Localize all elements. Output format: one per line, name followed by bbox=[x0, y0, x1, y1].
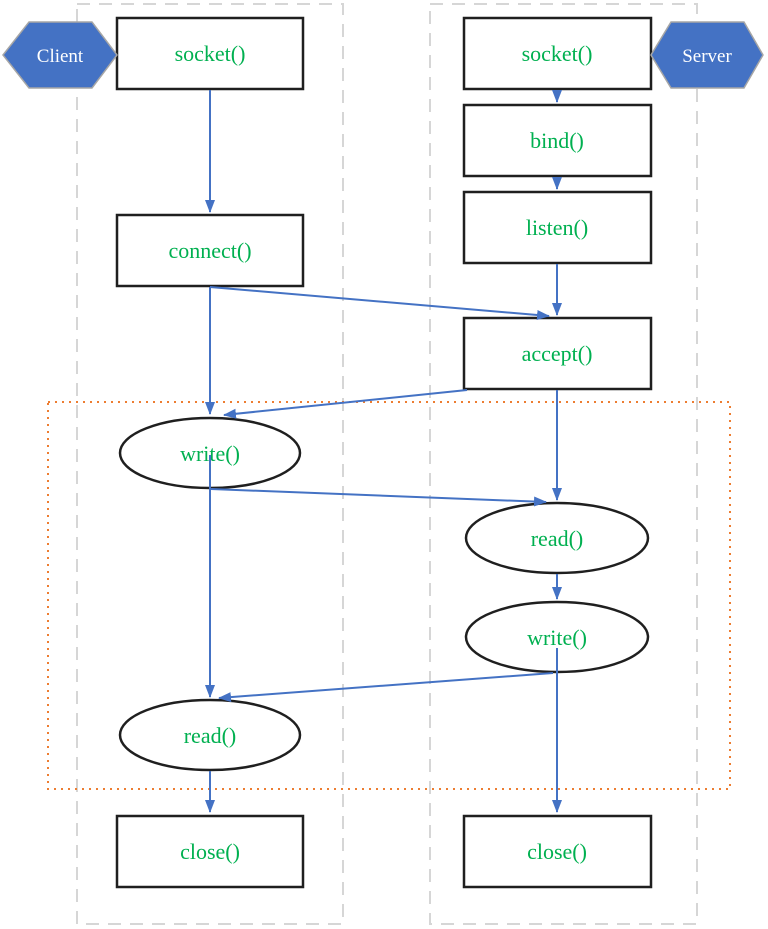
server-socket-node: socket() bbox=[462, 16, 653, 91]
client-close-label: close() bbox=[180, 839, 240, 864]
server-bind-box bbox=[462, 103, 653, 178]
server-read-ellipse bbox=[464, 501, 650, 575]
arrow-accept-to-client-write bbox=[223, 389, 468, 419]
arrow-connect-to-accept bbox=[209, 286, 550, 320]
client-socket-node: socket() bbox=[115, 16, 305, 91]
client-read-ellipse bbox=[118, 698, 302, 772]
arrow-client-write-to-server-read bbox=[210, 488, 547, 507]
server-accept-box bbox=[462, 316, 653, 391]
server-lane-border bbox=[429, 3, 698, 925]
server-close-node: close() bbox=[462, 814, 653, 889]
server-close-box bbox=[462, 814, 653, 889]
client-role-badge: Client bbox=[2, 21, 118, 89]
server-role-label: Server bbox=[682, 46, 732, 67]
client-read-node: read() bbox=[118, 698, 302, 772]
client-lane-border bbox=[76, 3, 344, 925]
server-accept-label: accept() bbox=[522, 341, 593, 366]
client-read-label: read() bbox=[184, 723, 237, 748]
server-hexagon bbox=[650, 21, 764, 89]
server-accept-node: accept() bbox=[462, 316, 653, 391]
client-close-node: close() bbox=[115, 814, 305, 889]
server-read-node: read() bbox=[464, 501, 650, 575]
server-bind-node: bind() bbox=[462, 103, 653, 178]
server-close-label: close() bbox=[527, 839, 587, 864]
client-socket-label: socket() bbox=[175, 41, 246, 66]
client-connect-node: connect() bbox=[115, 213, 305, 288]
server-socket-box bbox=[462, 16, 653, 91]
client-connect-label: connect() bbox=[168, 238, 251, 263]
server-listen-node: listen() bbox=[462, 190, 653, 265]
arrow-server-write-to-client-read bbox=[218, 672, 554, 703]
server-listen-label: listen() bbox=[526, 215, 588, 240]
server-role-badge: Server bbox=[650, 21, 764, 89]
client-socket-box bbox=[115, 16, 305, 91]
server-listen-box bbox=[462, 190, 653, 265]
server-write-label: write() bbox=[527, 625, 587, 650]
server-bind-label: bind() bbox=[530, 128, 584, 153]
client-role-label: Client bbox=[37, 46, 84, 67]
client-hexagon bbox=[2, 21, 118, 89]
server-read-label: read() bbox=[531, 526, 584, 551]
server-socket-label: socket() bbox=[522, 41, 593, 66]
client-close-box bbox=[115, 814, 305, 889]
data-transfer-region-border bbox=[47, 401, 731, 790]
client-connect-box bbox=[115, 213, 305, 288]
